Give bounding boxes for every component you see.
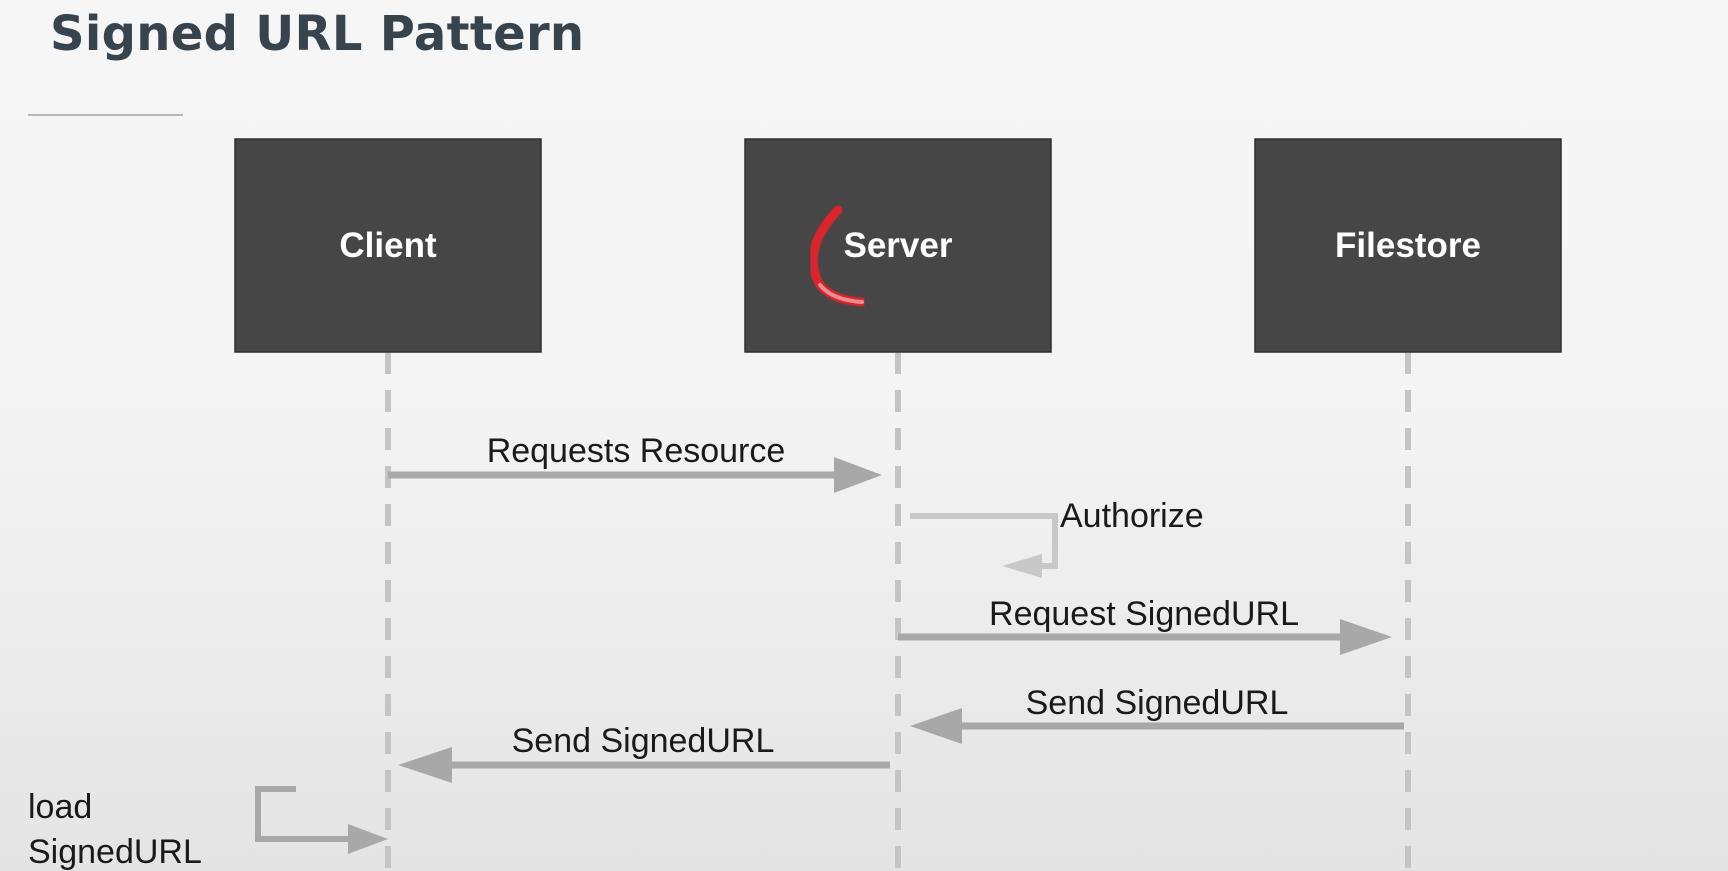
pointer-cursor-trail-fade — [818, 283, 864, 304]
message-label-line-2: SignedURL — [28, 833, 202, 871]
participant-server: Server — [744, 138, 1052, 353]
message-label: Send SignedURL — [512, 722, 775, 760]
message-requests-resource: Requests Resource — [388, 432, 882, 493]
message-label: Authorize — [1060, 497, 1204, 535]
participant-client: Client — [234, 138, 542, 353]
message-label: Requests Resource — [487, 432, 786, 470]
message-label: Request SignedURL — [989, 595, 1299, 633]
message-send-signedurl-to-server: Send SignedURL — [910, 684, 1404, 744]
message-request-signedurl: Request SignedURL — [898, 595, 1392, 655]
message-authorize: Authorize — [910, 497, 1204, 578]
participant-label: Server — [844, 226, 953, 265]
slide-title: Signed URL Pattern — [50, 6, 585, 62]
message-send-signedurl-to-client: Send SignedURL — [398, 722, 890, 783]
title-underline — [28, 114, 183, 116]
message-label-line-1: load — [28, 788, 92, 826]
message-load-signedurl: load SignedURL — [28, 786, 388, 871]
participant-label: Filestore — [1335, 226, 1481, 265]
participant-filestore: Filestore — [1254, 138, 1562, 353]
lifelines — [385, 352, 1411, 871]
message-label: Send SignedURL — [1026, 684, 1289, 722]
participant-label: Client — [339, 226, 437, 265]
